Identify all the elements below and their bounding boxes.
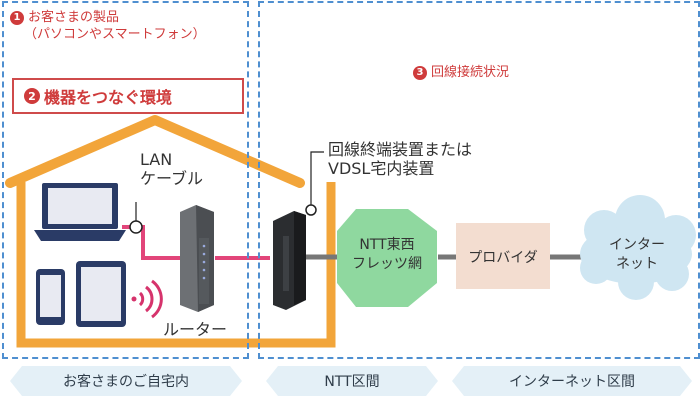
laptop-icon	[34, 183, 126, 241]
internet-label-line2: ネット	[616, 256, 658, 272]
tab-ntt-section: NTT区間	[266, 366, 438, 396]
ntt-network-label: NTT東西 フレッツ網	[337, 236, 437, 274]
customer-zone-box	[2, 1, 249, 359]
environment-label: 機器をつなぐ環境	[44, 88, 173, 107]
house-outline	[5, 115, 336, 348]
onu-label: 回線終端装置または VDSL宅内装置	[328, 140, 472, 178]
onu-label-line1: 回線終端装置または	[328, 140, 473, 159]
wifi-icon	[131, 279, 163, 319]
step-2-badge: 2	[24, 88, 40, 104]
internet-label: インター ネット	[590, 236, 684, 274]
customer-title-line2: （パソコンやスマートフォン）	[24, 27, 206, 42]
provider-box	[456, 223, 550, 289]
line-status-label: 回線接続状況	[431, 65, 510, 80]
smartphone-icon	[36, 269, 65, 325]
ntt-network-octagon	[337, 209, 437, 307]
lan-cable-label-line1: LAN	[140, 150, 173, 169]
lan-cable-line	[122, 202, 270, 260]
tab-internet-section: インターネット区間	[452, 366, 692, 396]
ntt-network-label-line2: フレッツ網	[352, 256, 422, 272]
line-status-zone-box	[258, 1, 700, 359]
provider-label: プロバイダ	[468, 250, 538, 266]
router-label: ルーター	[163, 320, 228, 339]
onu-label-line2: VDSL宅内装置	[328, 159, 435, 178]
lan-cable-label: LAN ケーブル	[140, 150, 203, 188]
step-3-badge: 3	[413, 65, 427, 80]
tab-home-section: お客さまのご自宅内	[10, 366, 242, 396]
onu-device-icon	[273, 151, 324, 310]
environment-label-box: 2 機器をつなぐ環境	[12, 78, 244, 114]
lan-cable-label-line2: ケーブル	[140, 169, 204, 188]
customer-product-title: 1 お客さまの製品 （パソコンやスマートフォン）	[10, 9, 206, 43]
tablet-icon	[76, 261, 126, 327]
line-status-title: 3 回線接続状況	[413, 61, 509, 80]
customer-title-line1: お客さまの製品	[28, 10, 120, 25]
internet-label-line1: インター	[609, 237, 665, 253]
step-1-badge: 1	[10, 10, 24, 25]
internet-cloud-icon	[580, 195, 696, 300]
ntt-network-label-line1: NTT東西	[359, 237, 415, 253]
router-icon	[180, 205, 214, 312]
